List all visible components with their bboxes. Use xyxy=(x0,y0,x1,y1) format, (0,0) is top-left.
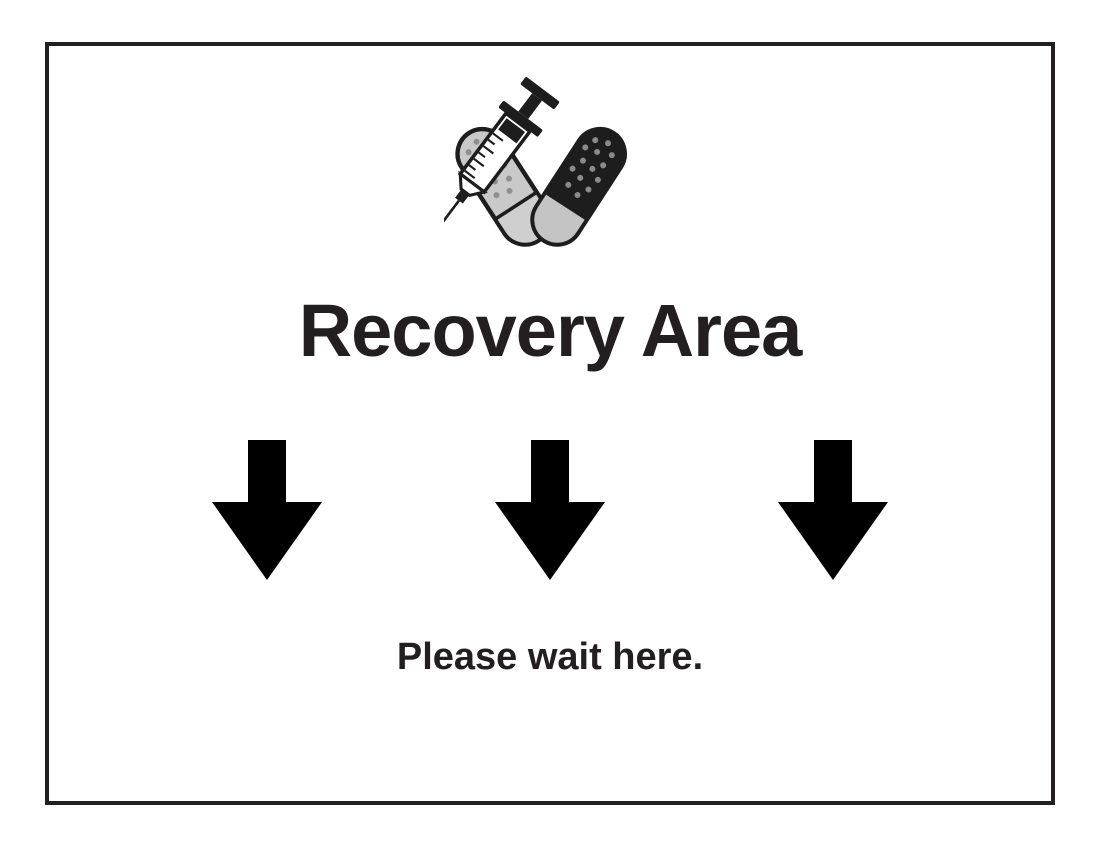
down-arrow-icon xyxy=(212,440,322,580)
sign-border-frame: Recovery Area Please wait here. xyxy=(45,42,1055,805)
down-arrow-icon xyxy=(778,440,888,580)
sign-subtitle: Please wait here. xyxy=(396,636,704,678)
sign-title: Recovery Area xyxy=(298,289,803,372)
syringe-and-pill-icon xyxy=(444,72,656,260)
syringe-and-pill-graphic xyxy=(444,77,627,247)
down-arrow-icon xyxy=(495,440,605,580)
arrow-row xyxy=(212,440,888,580)
